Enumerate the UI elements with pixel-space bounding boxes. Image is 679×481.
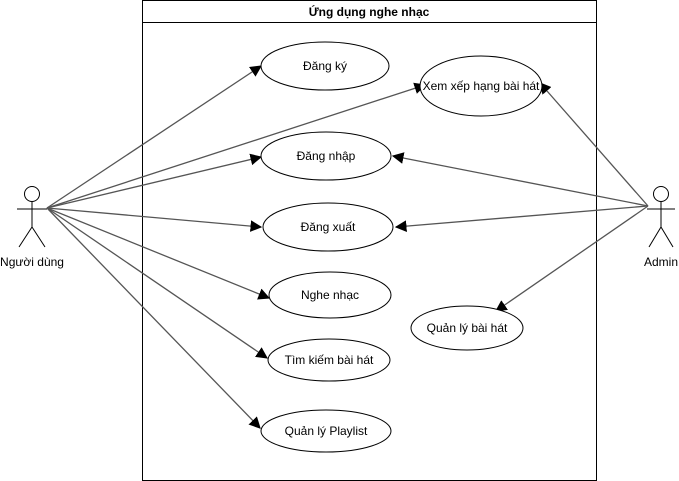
assoc-user-search bbox=[46, 207, 268, 359]
assoc-admin-login bbox=[391, 152, 649, 207]
use-case-listen-label: Nghe nhạc bbox=[301, 288, 359, 302]
use-case-logout[interactable]: Đăng xuất bbox=[262, 202, 394, 252]
use-case-login-label: Đăng nhập bbox=[297, 149, 356, 163]
assoc-user-playlist bbox=[46, 207, 261, 429]
use-case-ranking-label: Xem xếp hạng bài hát bbox=[423, 79, 540, 93]
use-case-search-label: Tìm kiếm bài hát bbox=[285, 353, 374, 367]
use-case-listen[interactable]: Nghe nhạc bbox=[268, 271, 392, 319]
use-case-manage-songs[interactable]: Quản lý bài hát bbox=[410, 305, 524, 351]
system-title: Ứng dụng nghe nhạc bbox=[309, 4, 430, 19]
assoc-admin-logout bbox=[394, 205, 649, 232]
assoc-user-logout bbox=[46, 207, 263, 232]
use-case-manage-playlist[interactable]: Quản lý Playlist bbox=[260, 409, 392, 453]
use-case-logout-label: Đăng xuất bbox=[301, 220, 356, 234]
admin-associations bbox=[391, 82, 649, 312]
assoc-user-ranking bbox=[46, 82, 427, 209]
assoc-admin-ranking bbox=[539, 82, 649, 207]
user-associations bbox=[46, 65, 427, 429]
actor-admin-label: Admin bbox=[644, 255, 678, 269]
assoc-user-register bbox=[46, 65, 262, 209]
stick-figure-icon bbox=[17, 186, 47, 248]
use-case-login[interactable]: Đăng nhập bbox=[260, 131, 392, 181]
assoc-user-login bbox=[46, 153, 263, 209]
actor-user[interactable]: Người dùng bbox=[0, 186, 64, 270]
assoc-admin-songs bbox=[495, 205, 649, 312]
use-case-manage-songs-label: Quản lý bài hát bbox=[427, 321, 508, 335]
stick-figure-icon bbox=[647, 186, 675, 248]
actor-admin[interactable]: Admin bbox=[644, 186, 678, 270]
use-case-register[interactable]: Đăng ký bbox=[260, 41, 390, 91]
use-case-search[interactable]: Tìm kiếm bài hát bbox=[267, 338, 391, 382]
use-case-ranking[interactable]: Xem xếp hạng bài hát bbox=[419, 55, 543, 117]
use-case-manage-playlist-label: Quản lý Playlist bbox=[285, 424, 368, 438]
use-case-register-label: Đăng ký bbox=[303, 59, 347, 73]
assoc-user-listen bbox=[46, 207, 271, 300]
actor-user-label: Người dùng bbox=[0, 255, 64, 269]
